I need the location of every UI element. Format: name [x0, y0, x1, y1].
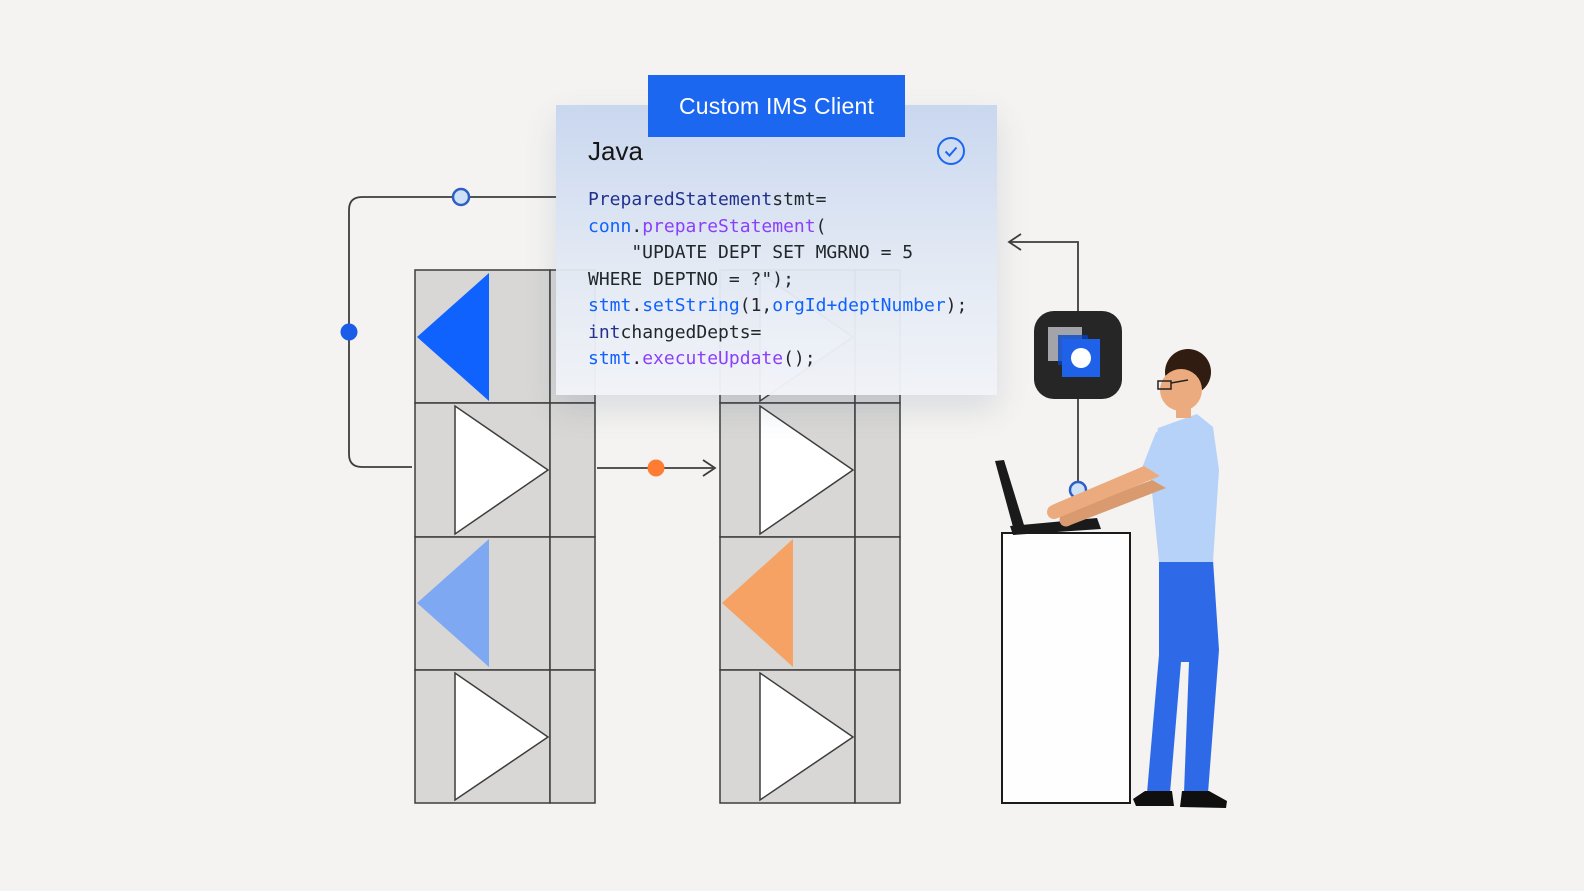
code-token: "UPDATE DEPT SET MGRNO = 5 — [588, 242, 914, 263]
code-line: WHERE DEPTNO = ?"); — [588, 267, 967, 294]
code-token: setString — [642, 295, 740, 316]
person-sleeve — [1142, 432, 1178, 476]
code-line: "UPDATE DEPT SET MGRNO = 5 — [588, 240, 967, 267]
code-line: stmt.setString(1,orgId+deptNumber); — [588, 293, 967, 320]
open-circle-node-left — [451, 187, 471, 207]
workstation — [995, 460, 1131, 804]
code-token: int — [588, 321, 621, 343]
table-strip-cell — [854, 402, 901, 538]
person-glasses-icon — [1157, 380, 1172, 390]
code-token: WHERE DEPTNO = ?"); — [588, 268, 794, 290]
app-icon-dot — [1071, 348, 1091, 368]
blue-dot-node — [340, 323, 358, 341]
triangle-left-row3 — [417, 539, 489, 667]
code-token: stmt= — [772, 189, 827, 210]
code-token: . — [631, 295, 643, 316]
client-tab-label: Custom IMS Client — [678, 92, 875, 119]
code-token: changedDepts= — [620, 321, 762, 343]
code-token: prepareStatement — [642, 215, 816, 237]
person-shoe-back — [1180, 791, 1227, 808]
code-token: executeUpdate — [642, 348, 784, 369]
triangle-left-row3 — [722, 539, 793, 667]
triangle-left-row1 — [417, 273, 489, 401]
code-token: stmt — [588, 348, 632, 369]
code-token: PreparedStatement — [588, 189, 773, 210]
person-head — [1160, 369, 1202, 411]
table-strip-cell — [854, 669, 901, 804]
triangle-right-row4 — [759, 671, 855, 802]
triangle-right-row2 — [759, 404, 855, 536]
code-token: ( — [815, 215, 827, 237]
arrowhead-left-icon — [1007, 233, 1022, 251]
code-line: stmt.executeUpdate(); — [588, 346, 967, 373]
code-token: conn — [588, 215, 632, 237]
left-connector — [340, 187, 557, 468]
person-glasses-temple — [1170, 379, 1189, 384]
app-icon — [1034, 311, 1122, 399]
person-pants — [1147, 560, 1219, 793]
code-line: PreparedStatementstmt= — [588, 187, 967, 214]
arrowhead-right-icon — [702, 459, 717, 477]
code-token: ); — [945, 295, 968, 316]
laptop-base — [1010, 518, 1101, 535]
person-shoe-front — [1133, 791, 1174, 806]
triangle-right-row2 — [454, 404, 550, 536]
check-circle-icon — [937, 137, 965, 165]
laptop-screen — [995, 460, 1024, 527]
code-token: . — [631, 348, 643, 369]
orange-dot-node — [647, 459, 665, 477]
language-label: Java — [588, 136, 643, 166]
code-token: stmt — [588, 295, 632, 316]
table-strip-cell — [549, 402, 596, 538]
person-arm-front — [1052, 466, 1160, 518]
code-line: conn.prepareStatement( — [588, 214, 967, 241]
code-block: PreparedStatementstmt=conn.prepareStatem… — [588, 187, 967, 373]
triangle-right-row4 — [454, 671, 550, 802]
person-arm-back — [1062, 480, 1166, 526]
left-table — [414, 269, 596, 804]
code-token: orgId+deptNumber — [772, 295, 946, 316]
middle-arrow — [597, 459, 717, 477]
code-panel: Java PreparedStatementstmt=conn.prepareS… — [556, 105, 997, 395]
standing-desk — [1001, 532, 1131, 804]
code-token: . — [631, 215, 643, 237]
code-token: (); — [783, 348, 816, 369]
table-strip-cell — [549, 536, 596, 671]
code-token: ( — [739, 295, 751, 316]
person-hand-back — [1059, 513, 1073, 527]
person-hand-front — [1047, 505, 1061, 519]
code-line: intchangedDepts= — [588, 320, 967, 347]
table-strip-cell — [549, 669, 596, 804]
client-tab: Custom IMS Client — [648, 75, 905, 137]
code-token: 1, — [750, 295, 773, 316]
right-connector-line — [1010, 241, 1079, 482]
table-strip-cell — [854, 536, 901, 671]
person-illustration — [1047, 349, 1227, 808]
